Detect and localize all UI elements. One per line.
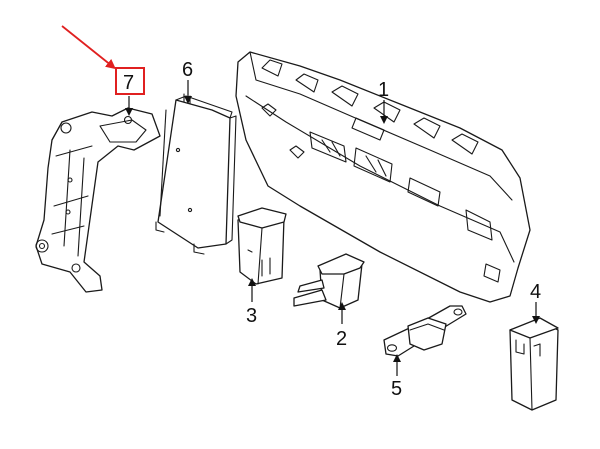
callout-6: 6 xyxy=(182,59,193,81)
callout-5: 5 xyxy=(391,378,402,400)
highlight-box xyxy=(115,67,145,95)
part-4-cartridge-fuse[interactable] xyxy=(509,317,559,411)
callout-7: 7 xyxy=(123,72,134,94)
callout-4: 4 xyxy=(530,281,541,303)
callout-2: 2 xyxy=(336,328,347,350)
part-2-blade-fuse[interactable] xyxy=(293,253,365,309)
callout-1: 1 xyxy=(378,79,389,101)
part-3-relay[interactable] xyxy=(237,207,287,285)
callout-3: 3 xyxy=(246,305,257,327)
part-6-module[interactable] xyxy=(155,93,237,255)
part-5-fuse-link[interactable] xyxy=(383,305,467,357)
highlight-arrow xyxy=(61,25,116,70)
part-1-junction-box[interactable] xyxy=(235,51,531,303)
part-7-bracket[interactable] xyxy=(35,107,161,293)
